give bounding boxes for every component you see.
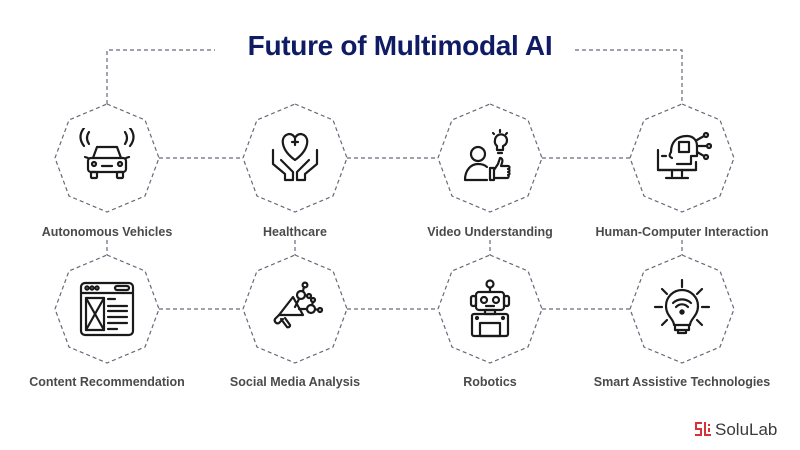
node-label-video-understanding: Video Understanding bbox=[427, 225, 553, 239]
logo-text: SoluLab bbox=[715, 420, 778, 439]
megaphone-network-icon bbox=[273, 281, 324, 329]
person-idea-thumbsup-icon bbox=[463, 128, 511, 182]
car-sensor-icon bbox=[79, 128, 135, 180]
smart-bulb-icon bbox=[653, 279, 711, 335]
node-label-smart-assistive-technologies: Smart Assistive Technologies bbox=[593, 375, 771, 389]
browser-layout-icon bbox=[79, 281, 135, 337]
page-title: Future of Multimodal AI bbox=[0, 30, 800, 62]
node-label-social-media-analysis: Social Media Analysis bbox=[229, 375, 361, 389]
title-text: Future of Multimodal AI bbox=[239, 30, 561, 61]
node-label-robotics: Robotics bbox=[463, 375, 517, 389]
brand-logo: SoluLab bbox=[695, 420, 777, 440]
solulab-logo-icon bbox=[695, 422, 711, 436]
node-label-autonomous-vehicles: Autonomous Vehicles bbox=[41, 225, 173, 239]
node-label-content-recommendation: Content Recommendation bbox=[29, 375, 185, 389]
heart-hands-icon bbox=[271, 132, 319, 182]
node-label-healthcare: Healthcare bbox=[263, 225, 327, 239]
node-label-human-computer-interaction: Human-Computer Interaction bbox=[595, 225, 769, 239]
head-chip-monitor-icon bbox=[656, 131, 712, 180]
robot-icon bbox=[469, 279, 511, 338]
